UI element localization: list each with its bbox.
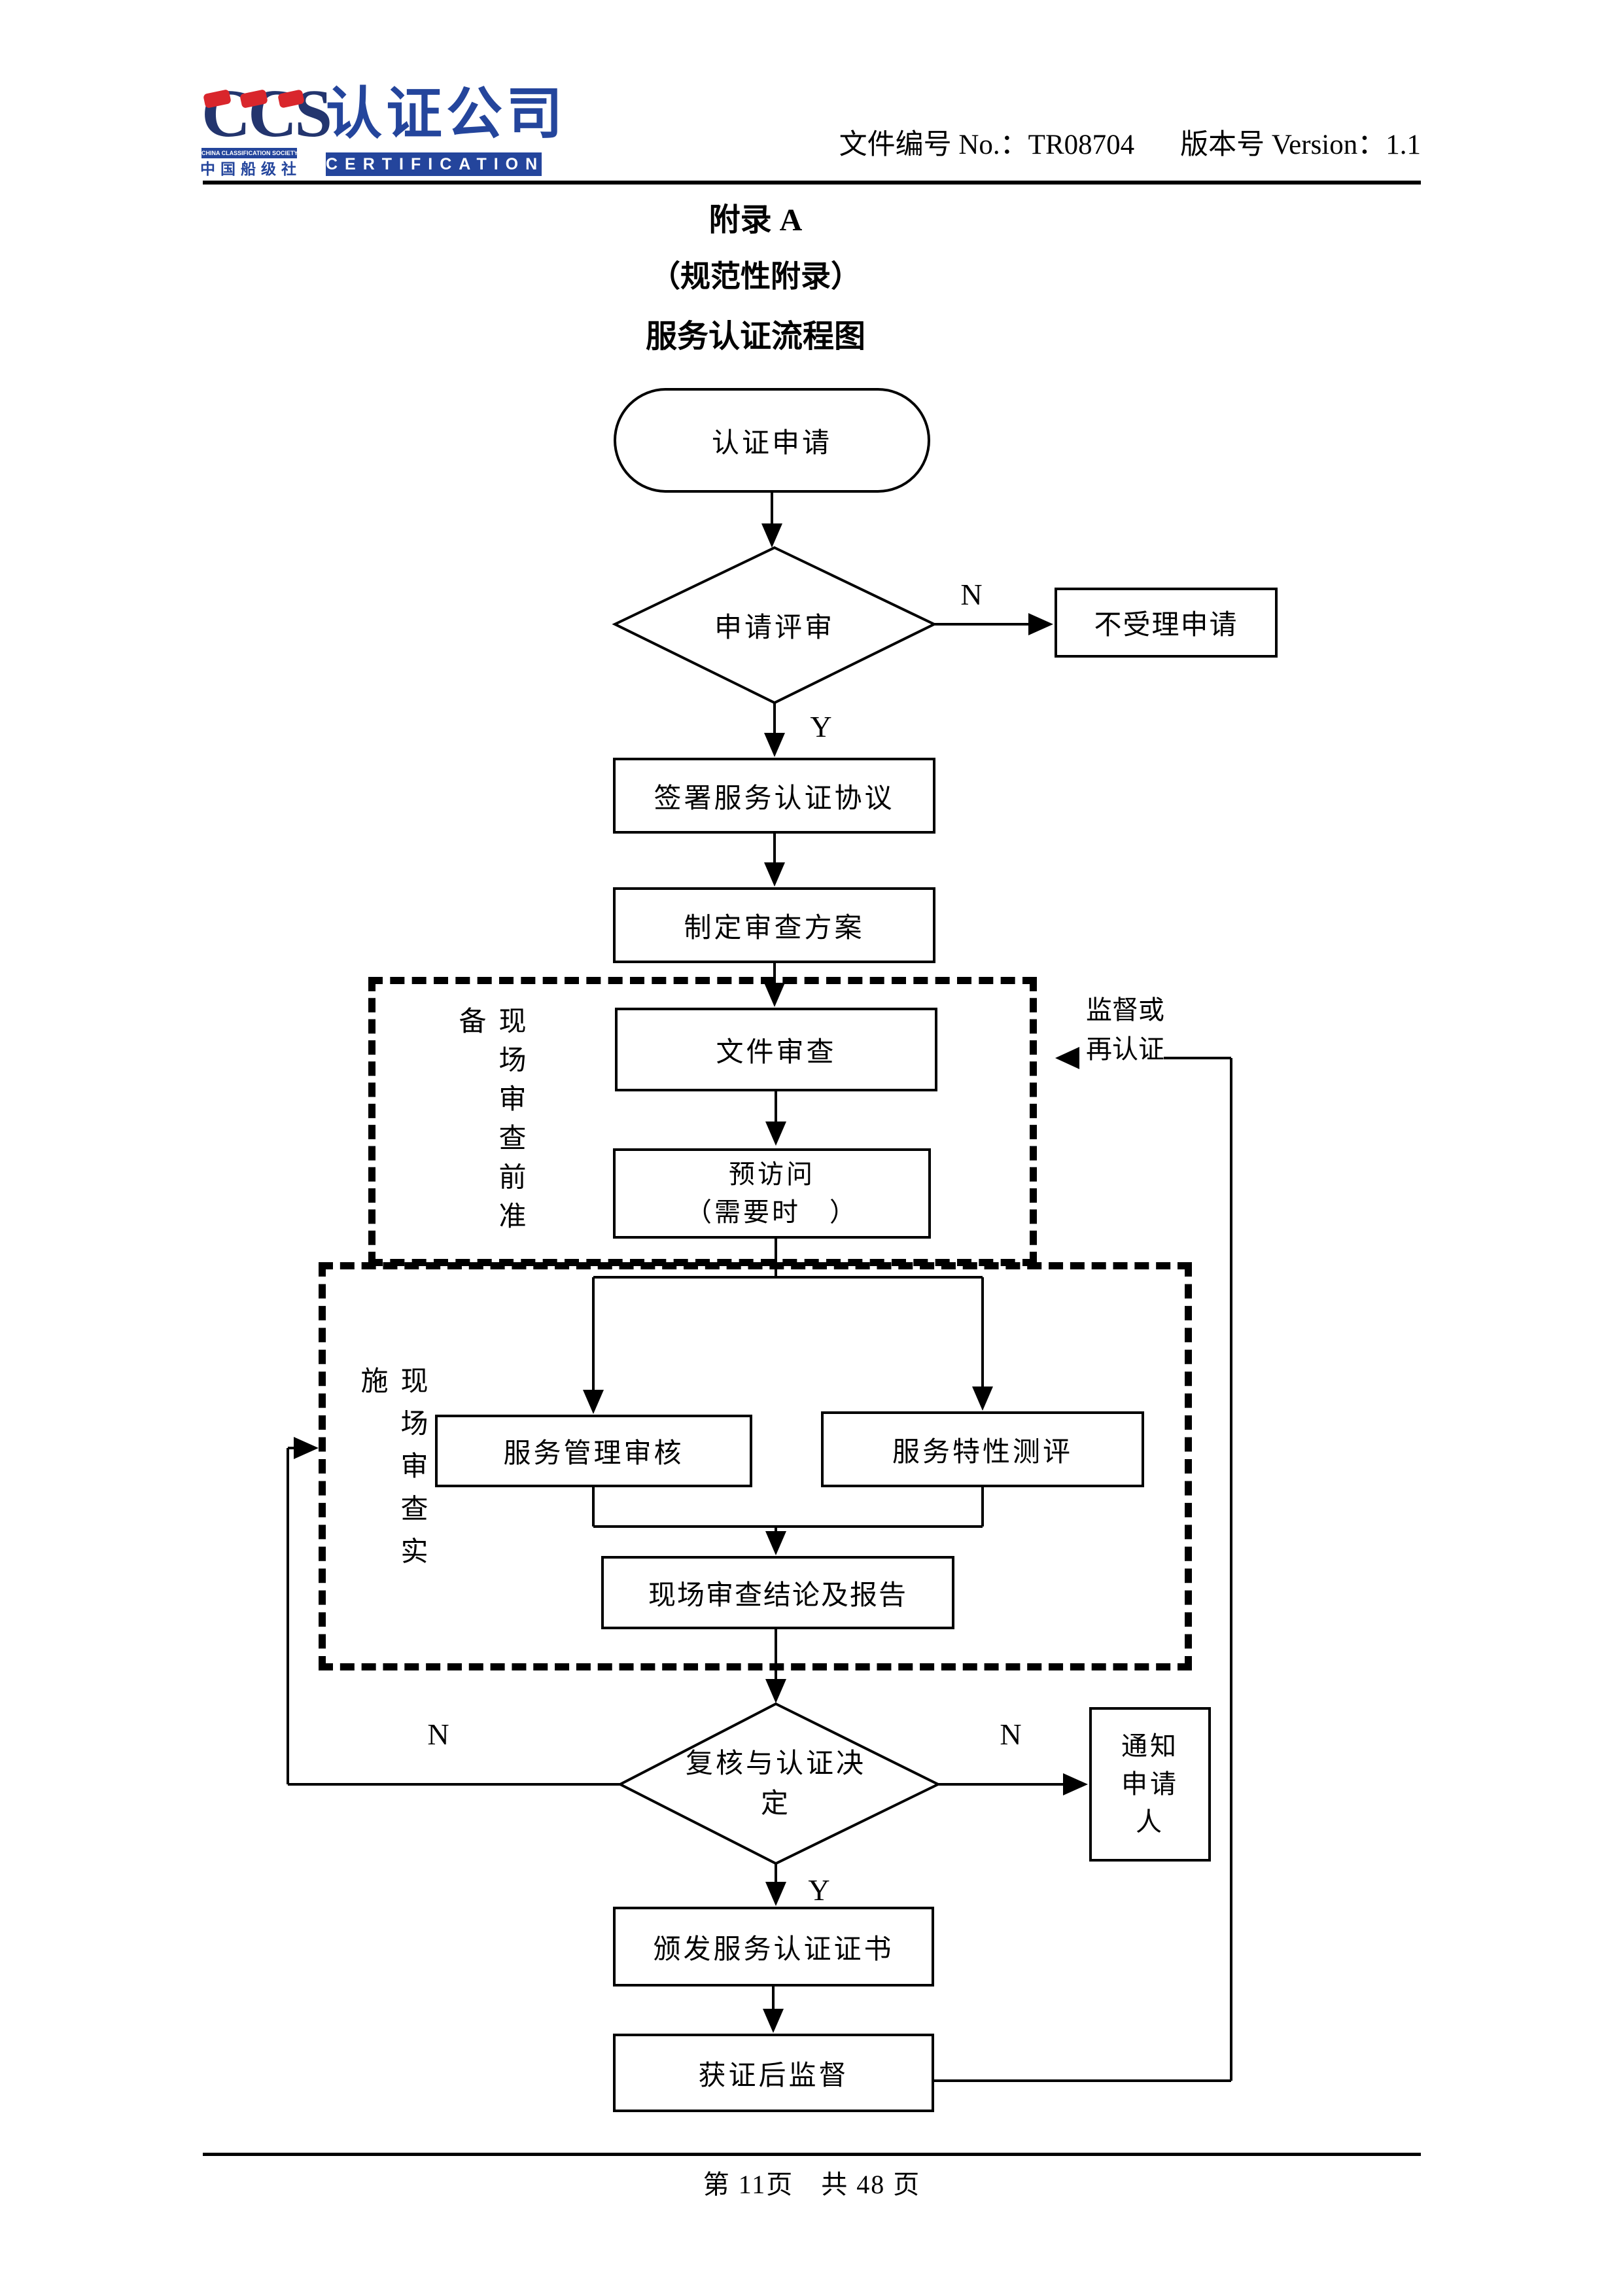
edge-label-review-no: N bbox=[960, 577, 983, 611]
arrowhead-down-icon bbox=[764, 983, 785, 1007]
logo-society-en: CHINA CLASSIFICATION SOCIETY bbox=[201, 148, 297, 158]
arrowhead-down-icon bbox=[583, 1390, 604, 1414]
node-sign-certification-agreement: 签署服务认证协议 bbox=[613, 758, 935, 834]
normative-subtitle: （规范性附录） bbox=[650, 260, 861, 293]
node-document-review: 文件审查 bbox=[615, 1008, 937, 1091]
arrowhead-down-icon bbox=[761, 523, 782, 548]
arrowhead-right-icon bbox=[294, 1437, 319, 1459]
page-title: 服务认证流程图 bbox=[645, 319, 865, 354]
node-issue-certificate: 颁发服务认证证书 bbox=[613, 1907, 934, 1987]
edge-label-decision-no-right: N bbox=[1000, 1717, 1022, 1751]
group-box-onsite-audit-implementation bbox=[319, 1262, 1192, 1670]
edge-label-review-yes: Y bbox=[810, 709, 832, 743]
node-onsite-audit-conclusion-report: 现场审查结论及报告 bbox=[601, 1556, 954, 1629]
document-number: 文件编号 No.：TR08704 bbox=[839, 130, 1135, 160]
arrowhead-down-icon bbox=[763, 2009, 784, 2033]
arrowhead-down-icon bbox=[765, 1122, 786, 1146]
node-certification-application: 认证申请 bbox=[614, 388, 930, 493]
arrowhead-down-icon bbox=[972, 1386, 993, 1411]
node-make-audit-plan: 制定审查方案 bbox=[613, 887, 935, 963]
appendix-title: 附录 A bbox=[708, 203, 803, 238]
arrowhead-left-icon bbox=[1055, 1047, 1079, 1069]
node-service-characteristic-evaluation: 服务特性测评 bbox=[821, 1411, 1144, 1487]
group-label-pre-audit-preparation: 现场审查前准备 bbox=[455, 1006, 525, 1241]
document-number-line: 文件编号 No.：TR08704 版本号 Version：1.1 bbox=[654, 122, 1421, 160]
logo-company-name: 认证公司 bbox=[326, 82, 567, 145]
node-service-management-audit: 服务管理审核 bbox=[435, 1415, 752, 1487]
arrowhead-down-icon bbox=[765, 1531, 786, 1555]
ccs-logo: CCS bbox=[201, 80, 332, 149]
logo-society-cn: 中国船级社 bbox=[200, 160, 302, 177]
footer-rule bbox=[203, 2153, 1421, 2156]
document-version: 版本号 Version：1.1 bbox=[1180, 130, 1421, 160]
header-rule bbox=[203, 181, 1421, 185]
group-label-onsite-audit-implementation: 现场审查实施 bbox=[357, 1366, 427, 1580]
node-post-certification-supervision: 获证后监督 bbox=[613, 2034, 934, 2112]
node-notify-applicant: 通知 申请 人 bbox=[1089, 1707, 1211, 1862]
arrowhead-right-icon bbox=[1028, 613, 1053, 635]
edge-label-decision-no-left: N bbox=[427, 1717, 449, 1751]
arrowhead-down-icon bbox=[765, 1679, 786, 1703]
arrowhead-down-icon bbox=[764, 733, 785, 757]
arrowhead-right-icon bbox=[1063, 1773, 1088, 1795]
decision-diamond-application-review bbox=[612, 546, 937, 705]
edge-label-decision-yes: Y bbox=[808, 1873, 830, 1907]
arrowhead-down-icon bbox=[764, 862, 785, 887]
logo-certification-bar: CERTIFICATION bbox=[326, 152, 542, 176]
node-review-and-certification-decision-label: 复核与认证决 定 bbox=[685, 1749, 866, 1819]
node-pre-visit: 预访问 （需要时 ） bbox=[613, 1148, 931, 1239]
edge-label-supervision-or-recertification: 监督或 再认证 bbox=[1086, 995, 1164, 1064]
node-reject-application: 不受理申请 bbox=[1055, 588, 1278, 658]
arrowhead-down-icon bbox=[765, 1882, 786, 1906]
node-application-review-label: 申请评审 bbox=[714, 612, 835, 643]
decision-diamond-review-and-decision bbox=[617, 1702, 941, 1865]
